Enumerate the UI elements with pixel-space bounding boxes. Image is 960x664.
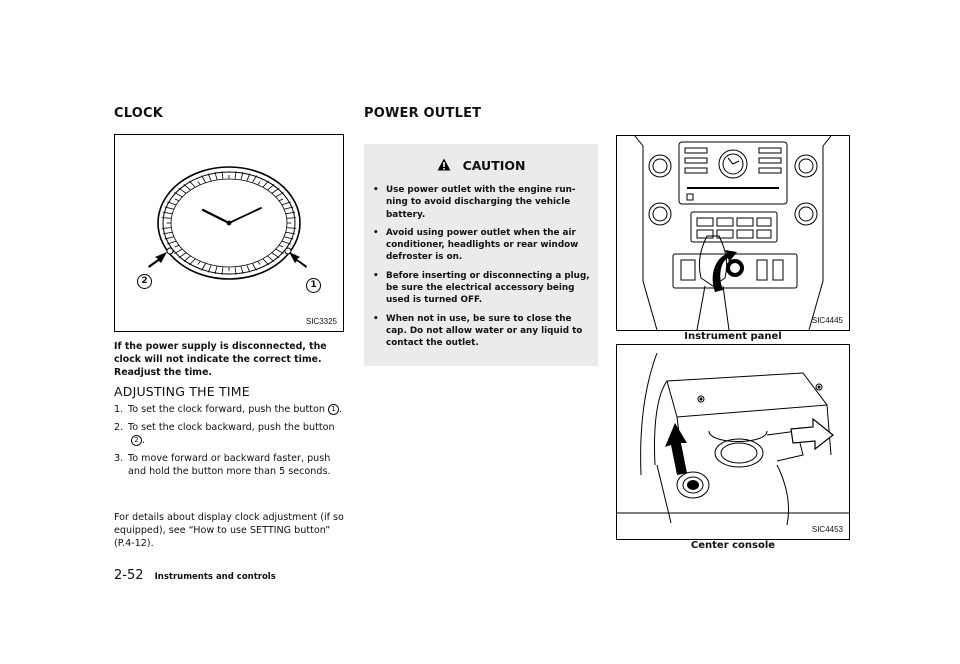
- page-footer: 2-52 Instruments and controls: [114, 564, 276, 583]
- clock-tick: [214, 266, 218, 274]
- clock-figure: 2 1 SIC3325: [114, 134, 344, 332]
- clock-tick: [240, 172, 244, 180]
- clock-tick: [285, 231, 296, 235]
- page-number: 2-52: [114, 568, 144, 583]
- caution-box: CAUTION Use power outlet with the engine…: [364, 144, 598, 366]
- clock-tick: [183, 255, 191, 262]
- clock-tick: [286, 227, 297, 229]
- clock-tick: [267, 184, 275, 191]
- clock-tick: [201, 175, 206, 183]
- clock-tick: [167, 240, 177, 245]
- clock-tick: [267, 255, 275, 262]
- clock-tick: [167, 201, 177, 206]
- clock-tick: [252, 175, 257, 183]
- clock-tick: [183, 184, 191, 191]
- clock-tick: [281, 201, 291, 206]
- step-2: 2.To set the clock backward, push the bu…: [114, 422, 335, 446]
- section-name: Instruments and controls: [154, 572, 276, 582]
- caution-header: CAUTION: [364, 155, 598, 174]
- clock-tick: [174, 244, 180, 248]
- power-outlet-heading: POWER OUTLET: [364, 106, 482, 121]
- step-3: 3.To move forward or backward faster, pu…: [114, 453, 331, 477]
- clock-heading: CLOCK: [114, 106, 164, 121]
- clock-tick: [234, 171, 237, 179]
- clock-illustration: [148, 166, 307, 280]
- clock-tick: [246, 173, 251, 181]
- clock-tick: [262, 180, 270, 188]
- callout-2-badge: 2: [137, 268, 152, 289]
- clock-tick: [207, 265, 212, 273]
- clock-tick: [271, 252, 280, 259]
- clock-tick: [161, 227, 172, 229]
- clock-tick: [197, 261, 201, 265]
- caution-item: Before inserting or disconnecting a plug…: [372, 270, 590, 307]
- clock-tick: [178, 187, 187, 194]
- center-console-illustration: [617, 352, 849, 526]
- clock-tick: [161, 217, 172, 219]
- instrument-panel-caption: Instrument panel: [684, 331, 782, 342]
- clock-tick: [283, 206, 294, 210]
- clock-tick: [207, 173, 212, 181]
- center-console-caption: Center console: [690, 540, 776, 551]
- clock-tick: [246, 265, 251, 273]
- clock-tick: [234, 267, 237, 275]
- clock-tick: [221, 171, 224, 179]
- clock-tick: [162, 211, 173, 215]
- clock-tick: [286, 217, 297, 219]
- instrument-panel-figure: SIC4445: [616, 135, 850, 331]
- clock-tick: [257, 261, 261, 265]
- clock-tick: [283, 236, 294, 240]
- instrument-panel-figure-code: SIC4445: [811, 316, 843, 325]
- clock-tick: [164, 206, 175, 210]
- details-text: For details about display clock adjustme…: [114, 512, 344, 549]
- callout-1-badge: 1: [306, 272, 321, 293]
- caution-item: When not in use, be sure to close the ca…: [372, 313, 590, 350]
- clock-tick: [162, 231, 173, 235]
- clock-intro: If the power supply is disconnected, the…: [114, 341, 327, 378]
- clock-tick: [188, 180, 196, 188]
- clock-tick: [174, 198, 180, 202]
- clock-tick: [174, 192, 183, 198]
- caution-list: Use power outlet with the engine run-nin…: [372, 184, 590, 356]
- adjust-subheading: ADJUSTING THE TIME: [114, 384, 250, 399]
- clock-figure-code: SIC3325: [305, 317, 337, 326]
- caution-title: CAUTION: [462, 158, 526, 173]
- clock-tick: [240, 266, 244, 274]
- center-console-figure-code: SIC4453: [811, 525, 843, 534]
- clock-tick: [281, 240, 291, 245]
- warning-icon: [437, 158, 450, 171]
- clock-tick: [275, 192, 284, 198]
- clock-tick: [278, 198, 284, 202]
- caution-item: Use power outlet with the engine run-nin…: [372, 184, 590, 221]
- clock-tick: [278, 244, 284, 248]
- clock-tick: [174, 248, 183, 254]
- clock-tick: [178, 252, 187, 259]
- clock-tick: [275, 248, 284, 254]
- instrument-panel-illustration: [634, 136, 832, 330]
- clock-tick: [201, 263, 206, 271]
- caution-item: Avoid using power outlet when the air co…: [372, 227, 590, 264]
- adjust-steps: 1.To set the clock forward, push the but…: [114, 403, 346, 483]
- clock-tick: [197, 181, 201, 185]
- clock-tick: [252, 263, 257, 271]
- step-1: 1.To set the clock forward, push the but…: [114, 404, 343, 415]
- clock-tick: [188, 258, 196, 266]
- center-console-figure: SIC4453: [616, 344, 850, 540]
- clock-tick: [262, 258, 270, 266]
- clock-tick: [257, 181, 261, 185]
- clock-tick: [285, 211, 296, 215]
- clock-tick: [221, 267, 224, 275]
- clock-tick: [271, 187, 280, 194]
- clock-tick: [214, 172, 218, 180]
- clock-tick: [164, 236, 175, 240]
